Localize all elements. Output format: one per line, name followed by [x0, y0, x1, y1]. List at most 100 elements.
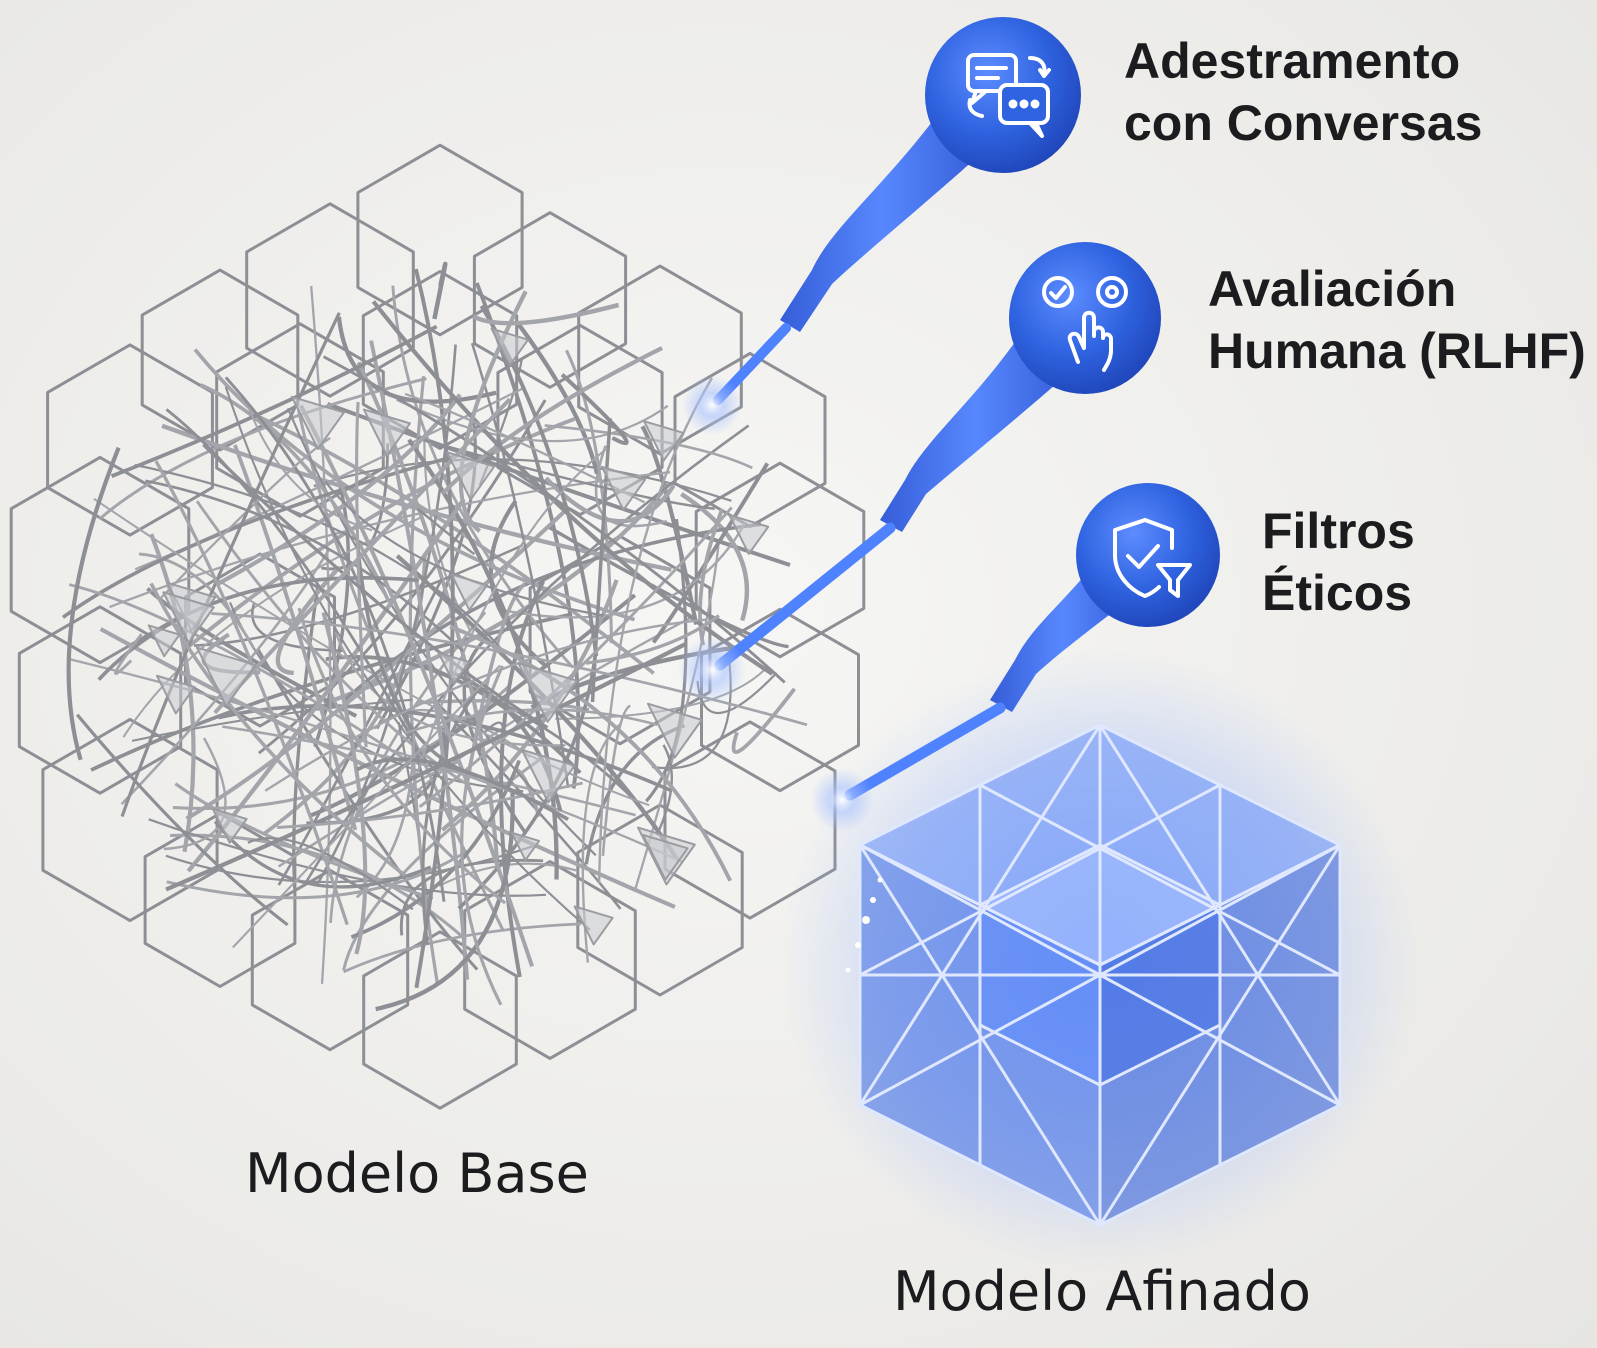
wire-strand [414, 268, 455, 989]
wire-cell [472, 211, 628, 389]
wire-strand [404, 708, 658, 735]
wire-strand [224, 386, 591, 931]
wire-strand [597, 377, 713, 884]
wire-strand [470, 342, 570, 789]
wire-strand [215, 393, 462, 587]
wire-strand [590, 418, 612, 703]
wire-strand [286, 407, 597, 857]
wire-strand [232, 664, 501, 949]
wire-strand [98, 377, 427, 521]
wire-shard [600, 465, 646, 511]
wire-strand [145, 479, 466, 654]
wire-strand [404, 392, 646, 504]
wire-strand [213, 820, 432, 889]
tool-stems [678, 118, 1135, 832]
wire-strand [350, 759, 521, 939]
wire-shard [211, 807, 248, 844]
wire-strand [433, 699, 622, 910]
wire-strand [565, 349, 614, 644]
wire-cell [694, 461, 866, 659]
wire-shard [362, 408, 411, 457]
tool-stem-rlhf [678, 335, 1070, 704]
tool-label-ethics: Filtros Éticos [1262, 500, 1415, 624]
tool-label-line: Filtros [1262, 503, 1415, 559]
wire-cell [17, 605, 183, 795]
wire-strand [322, 355, 786, 684]
wire-strand [416, 507, 476, 556]
chat-bubbles-icon [966, 53, 1051, 138]
wire-cell [356, 143, 524, 337]
wire-strand [449, 624, 733, 882]
wire-strand [149, 582, 407, 877]
wire-cell [9, 455, 191, 665]
tool-label-line: Adestramento [1124, 33, 1461, 89]
tool-stem-conversations [682, 118, 985, 435]
wire-shard [490, 327, 530, 367]
wire-cell [250, 868, 410, 1052]
wire-strand [305, 424, 750, 883]
wire-strand [391, 285, 574, 669]
wire-cell [41, 717, 219, 923]
wire-strand [355, 539, 465, 773]
wire-strand [555, 666, 769, 720]
wire-strand [375, 792, 515, 1012]
wire-shard [517, 662, 578, 723]
wire-shard [450, 573, 489, 611]
wire-shard [642, 833, 689, 881]
wire-strand [154, 460, 349, 926]
tuned-model-cube [858, 723, 1342, 1227]
wire-strand [395, 554, 680, 861]
wire-shard [437, 651, 471, 685]
wire-strand [138, 552, 256, 650]
wire-strand [515, 321, 600, 475]
tool-label-line: con Conversas [1124, 95, 1483, 151]
wire-strand [645, 518, 688, 803]
wire-strand [134, 463, 506, 654]
tuned-model-label: Modelo Afinado [893, 1260, 1311, 1323]
wire-strand [499, 580, 545, 978]
wire-strand [75, 713, 289, 927]
wire-strand [247, 836, 414, 911]
wire-strand [321, 611, 368, 955]
wire-strand [471, 302, 620, 326]
wire-strand [66, 446, 121, 761]
touch-rating-icon [1042, 276, 1128, 372]
wire-cell [361, 270, 519, 450]
wire-strand [334, 631, 566, 747]
wire-strand [110, 324, 438, 478]
wire-strand [299, 404, 534, 968]
wire-strand [193, 348, 636, 622]
wire-shard [521, 748, 576, 804]
base-model-label: Modelo Base [245, 1142, 589, 1205]
wire-cell [362, 930, 518, 1110]
wire-strand [418, 506, 733, 808]
wire-cell [576, 803, 744, 997]
wire-shard [646, 702, 703, 759]
wire-shard [643, 420, 685, 462]
wire-strand [371, 300, 774, 676]
wire-cell [463, 860, 637, 1060]
wire-strand [172, 684, 512, 810]
wire-strand [601, 704, 632, 857]
wire-strand [355, 401, 368, 748]
wire-strand [356, 757, 570, 822]
wire-shard [147, 624, 181, 658]
wire-cell [245, 202, 415, 398]
wire-cell [528, 534, 712, 746]
tool-label-line: Humana (RLHF) [1208, 323, 1586, 379]
base-model-wireframe [9, 143, 866, 1110]
wire-shard [510, 831, 541, 862]
wire-shard [155, 674, 196, 715]
wire-strand [324, 480, 604, 617]
wire-strand [407, 438, 559, 880]
shield-filter-icon [1113, 518, 1192, 598]
tool-label-rlhf: Avaliación Humana (RLHF) [1208, 258, 1586, 382]
wire-strand [165, 641, 687, 892]
wire-strand [165, 408, 411, 736]
wire-strand [297, 607, 507, 905]
wire-strand [731, 687, 797, 754]
wire-strand [93, 497, 650, 807]
wire-cell [140, 268, 300, 452]
